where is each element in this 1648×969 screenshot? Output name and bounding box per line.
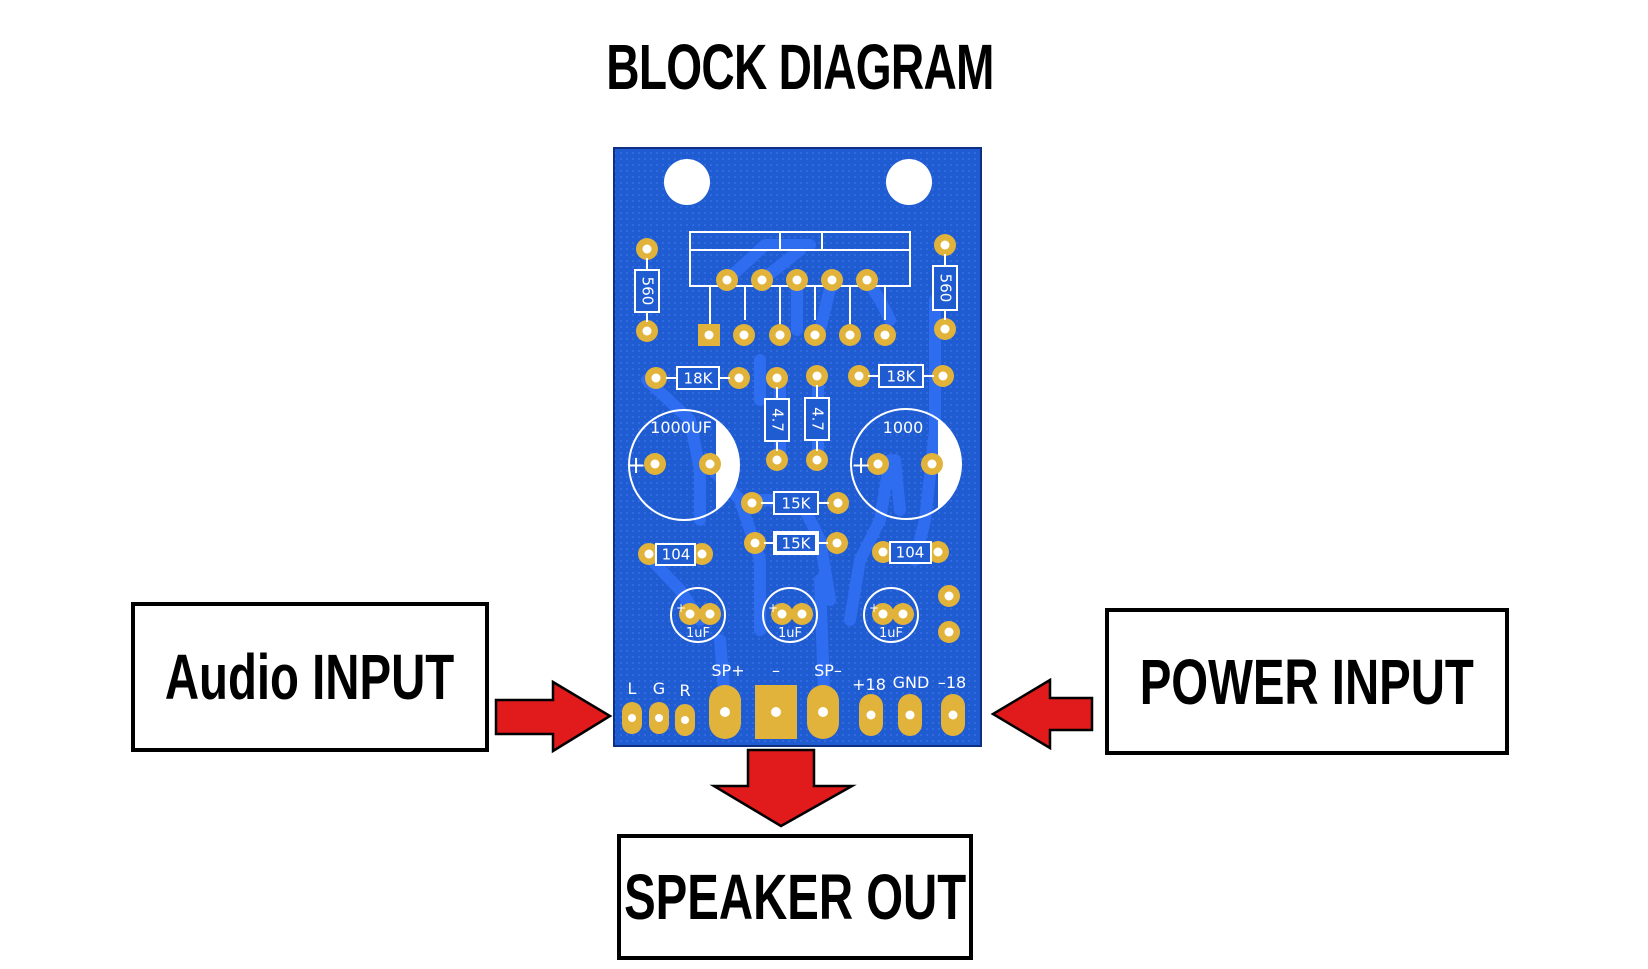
- resistor-18k-right-label: 18K: [887, 368, 917, 386]
- svg-text:+: +: [768, 601, 778, 615]
- cap-1uf-center: + 1uF: [762, 587, 818, 643]
- mounting-hole-left: [664, 159, 710, 205]
- mounting-hole-right: [886, 159, 932, 205]
- pcb-board: [613, 147, 982, 747]
- power-input-label: POWER INPUT: [1139, 645, 1475, 718]
- cap-right-label: 1000: [883, 418, 924, 437]
- cap-104-right-label: 104: [896, 544, 925, 562]
- pin-label-plus18: +18: [852, 675, 886, 694]
- page-title: BLOCK DIAGRAM: [606, 31, 994, 103]
- speaker-out-box: SPEAKER OUT: [617, 834, 973, 960]
- pin-label-sp-plus: SP+: [711, 661, 744, 680]
- pin-label-sp-minus: SP–: [814, 661, 842, 680]
- resistor-18k-left-label: 18K: [684, 370, 714, 388]
- cap-left-plus: +: [626, 451, 646, 479]
- cap-1uf-left-label: 1uF: [686, 626, 710, 641]
- pin-label-minus18: –18: [938, 673, 966, 692]
- cap-1uf-center-label: 1uF: [778, 626, 802, 641]
- pin-label-g: G: [653, 679, 665, 698]
- capacitor-right: 1000 +: [850, 408, 962, 520]
- pin-label-l: L: [628, 679, 637, 698]
- resistor-15k-bottom-label: 15K: [782, 535, 812, 553]
- cap-104-left-label: 104: [662, 546, 691, 564]
- capacitor-left: 1000UF +: [626, 409, 740, 521]
- resistor-47-left-label: 4.7: [769, 408, 787, 432]
- resistor-left-top-label: 560: [639, 277, 657, 306]
- cap-left-label: 1000UF: [650, 418, 712, 437]
- speaker-output-pins: [709, 685, 839, 739]
- cap-1uf-right-label: 1uF: [879, 626, 903, 641]
- audio-input-label: Audio INPUT: [165, 641, 455, 713]
- resistor-47-right-label: 4.7: [809, 407, 827, 431]
- cap-1uf-left: + 1uF: [670, 587, 726, 643]
- audio-input-pins: [622, 702, 695, 736]
- svg-text:+: +: [869, 601, 879, 615]
- cap-right-plus: +: [851, 451, 871, 479]
- arrow-down-icon: [709, 748, 857, 828]
- resistor-right-top-label: 560: [937, 274, 955, 303]
- arrow-left-icon: [990, 677, 1094, 751]
- pin-label-gnd: GND: [893, 673, 930, 692]
- pin-label-r: R: [679, 681, 690, 700]
- pin-label-minus: –: [772, 661, 780, 680]
- power-input-pins: [859, 694, 965, 736]
- resistor-15k-top-label: 15K: [782, 495, 812, 513]
- svg-text:+: +: [676, 601, 686, 615]
- cap-1uf-right: + 1uF: [863, 587, 919, 643]
- arrow-right-icon: [494, 679, 613, 754]
- audio-input-box: Audio INPUT: [131, 602, 489, 752]
- power-input-box: POWER INPUT: [1105, 608, 1509, 755]
- speaker-out-label: SPEAKER OUT: [623, 861, 967, 933]
